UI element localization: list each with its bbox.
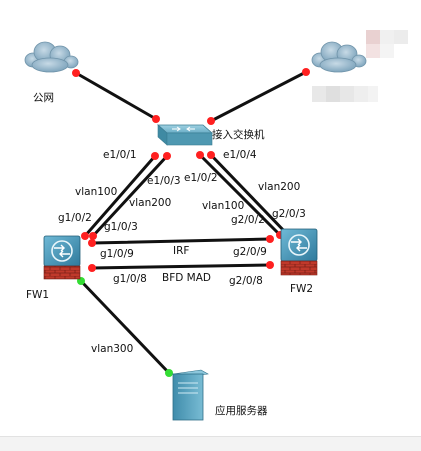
switch-icon[interactable]	[156, 124, 214, 146]
port-label: g1/0/9	[100, 248, 134, 260]
port-dot	[266, 235, 274, 243]
link-irf	[90, 237, 272, 245]
port-label: e1/0/1	[103, 149, 137, 161]
port-label: g2/0/2	[231, 214, 265, 226]
port-label: g2/0/8	[229, 275, 263, 287]
link-fw1-to-server	[79, 279, 171, 375]
vlan-label: vlan300	[91, 343, 133, 355]
port-label: g1/0/8	[113, 273, 147, 285]
link-e1-0-1-to-fw1-g1-0-2	[83, 154, 157, 238]
port-dot	[152, 115, 160, 123]
cloud-icon[interactable]	[24, 41, 79, 73]
port-dot	[89, 232, 97, 240]
port-label: g2/0/9	[233, 246, 267, 258]
label-fw2: FW2	[290, 283, 313, 295]
link-label-irf: IRF	[173, 245, 189, 257]
label-internet: 公网	[33, 92, 54, 104]
port-indicators	[72, 68, 310, 377]
footer-bar	[0, 436, 421, 451]
link-internet-right-to-switch	[209, 70, 308, 123]
vlan-label: vlan100	[202, 200, 244, 212]
port-label: g2/0/3	[272, 208, 306, 220]
port-dot	[81, 232, 89, 240]
label-access-switch: 接入交换机	[212, 128, 265, 141]
port-dot	[266, 261, 274, 269]
vlan-label: vlan200	[129, 197, 171, 209]
links	[74, 70, 308, 375]
link-internet-left-to-switch	[74, 71, 158, 121]
link-bfd-mad	[90, 263, 272, 270]
link-e1-0-3-to-fw1-g1-0-3	[91, 154, 169, 238]
port-label: e1/0/2	[184, 172, 218, 184]
port-dot	[196, 151, 204, 159]
port-label: g1/0/3	[104, 221, 138, 233]
link-e1-0-2-to-fw2-g2-0-2	[198, 153, 282, 237]
port-dot	[88, 264, 96, 272]
server-icon[interactable]	[172, 369, 209, 421]
vlan-label: vlan100	[75, 186, 117, 198]
port-dot	[88, 239, 96, 247]
port-dot	[207, 151, 215, 159]
firewall-icon[interactable]	[280, 228, 318, 276]
link-e1-0-4-to-fw2-g2-0-3	[209, 153, 290, 237]
port-dot	[151, 152, 159, 160]
port-dot	[207, 117, 215, 125]
firewall-icon[interactable]	[43, 235, 81, 280]
port-label: g1/0/2	[58, 212, 92, 224]
port-dot	[163, 152, 171, 160]
port-dot	[302, 68, 310, 76]
port-dot-server	[165, 369, 173, 377]
link-label-bfd-mad: BFD MAD	[162, 272, 211, 284]
label-server: 应用服务器	[215, 404, 268, 417]
cloud-icon[interactable]	[311, 41, 367, 73]
label-fw1: FW1	[26, 289, 49, 301]
port-label: e1/0/4	[223, 149, 257, 161]
redacted-region	[312, 30, 408, 102]
port-label: e1/0/3	[147, 175, 181, 187]
port-dot	[72, 69, 80, 77]
vlan-label: vlan200	[258, 181, 300, 193]
